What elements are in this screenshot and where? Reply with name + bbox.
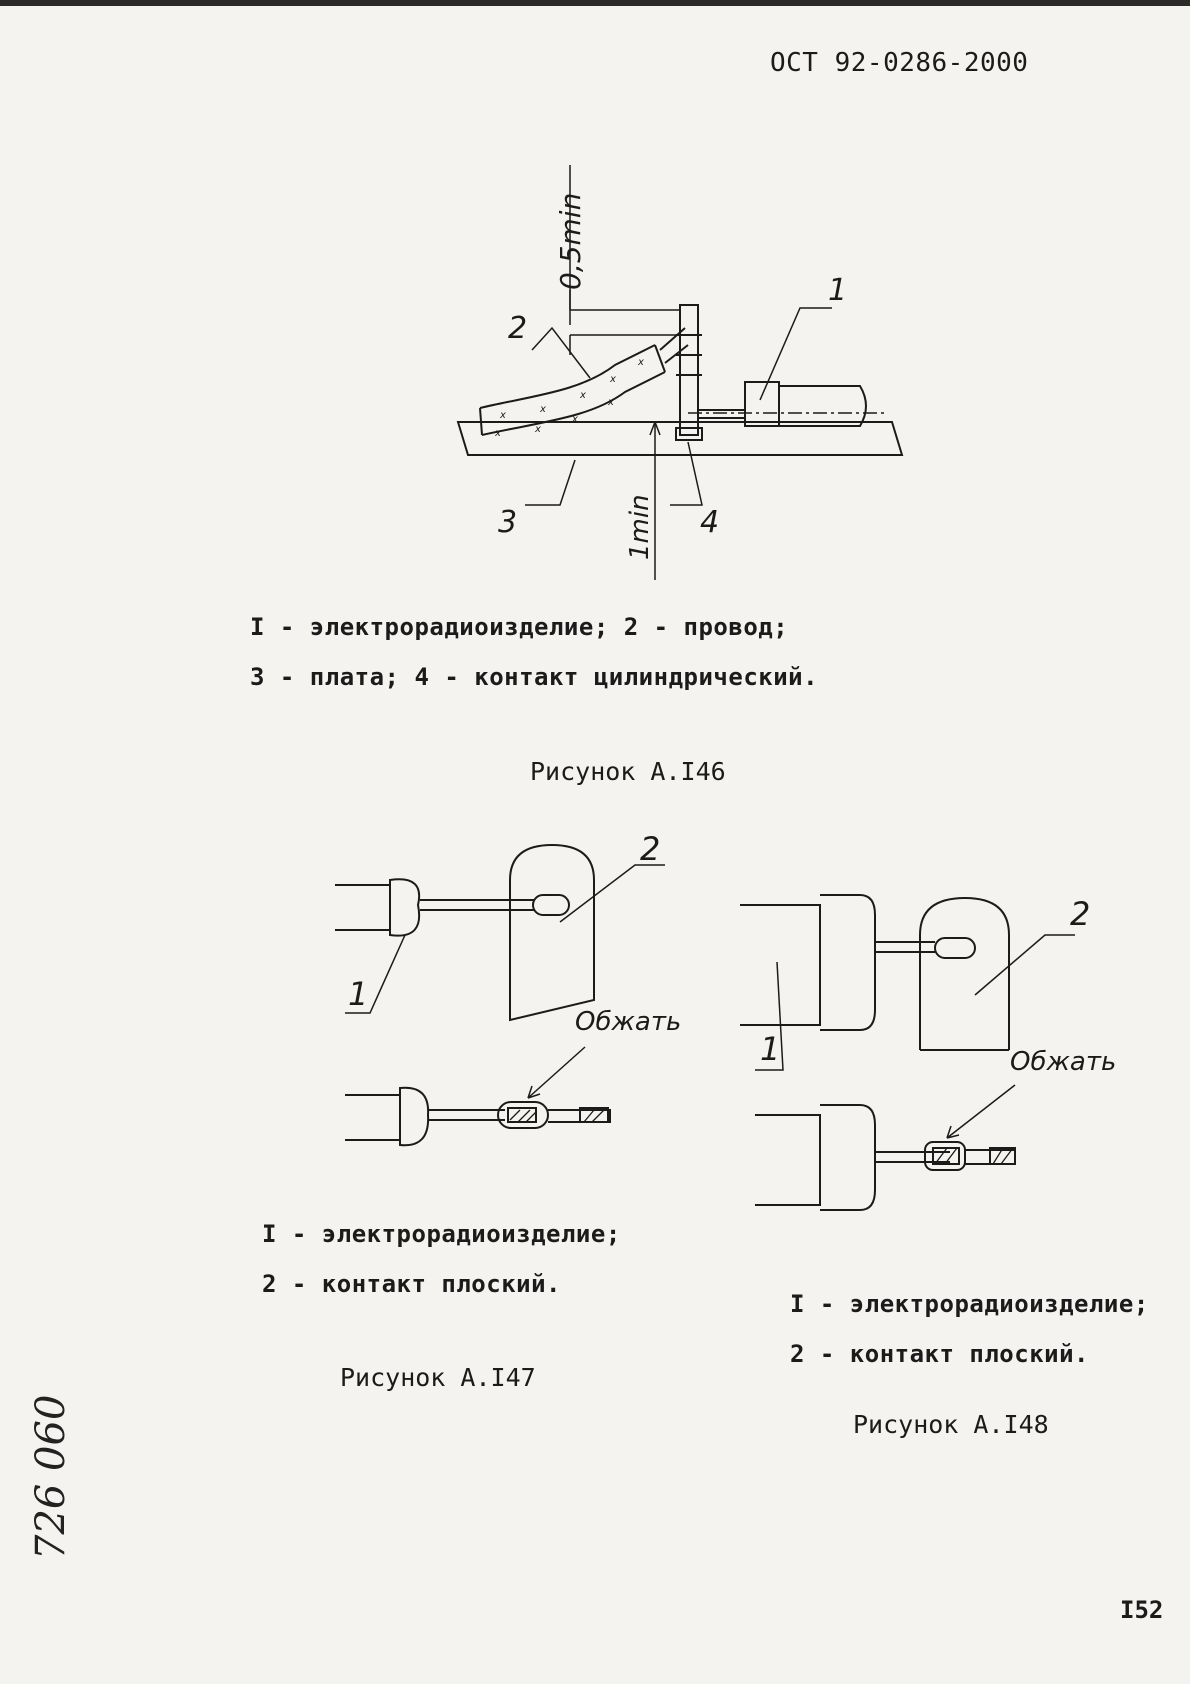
dimension-bottom-label: 1min (625, 494, 655, 560)
callout-4: 4 (700, 505, 719, 540)
callout-1: 1 (828, 273, 847, 308)
archive-stamp: 726 060 (28, 1395, 74, 1560)
figure-148-legend-line-1: I - электрорадиоизделие; (790, 1290, 1149, 1318)
figure-147-legend-line-2: 2 - контакт плоский. (262, 1270, 561, 1298)
document-code: ОСТ 92-0286-2000 (770, 48, 1028, 78)
figure-146-legend-line-1: I - электрорадиоизделие; 2 - провод; (250, 613, 788, 641)
svg-text:x: x (579, 390, 586, 401)
svg-text:x: x (571, 414, 578, 425)
figure-148-caption: Рисунок А.I48 (853, 1410, 1049, 1439)
dimension-top-label: 0,5min (554, 193, 587, 290)
page-number: I52 (1120, 1596, 1163, 1624)
figure-148-drawing: 1 2 Обжать (725, 880, 1145, 1240)
callout-2: 2 (508, 311, 527, 346)
callout-1: 1 (348, 975, 368, 1013)
svg-text:x: x (609, 374, 616, 385)
callout-2: 2 (640, 830, 660, 868)
figure-147-legend-line-1: I - электрорадиоизделие; (262, 1220, 621, 1248)
crimp-label: Обжать (1010, 1047, 1116, 1077)
callout-3: 3 (498, 505, 517, 540)
callout-1: 1 (760, 1030, 780, 1068)
crimp-label: Обжать (575, 1007, 681, 1037)
svg-text:x: x (607, 397, 614, 408)
svg-text:x: x (499, 410, 506, 421)
figure-147-caption: Рисунок А.I47 (340, 1363, 536, 1392)
page-top-edge (0, 0, 1190, 6)
figure-147-drawing: 1 2 Обжать (330, 830, 710, 1160)
svg-text:x: x (539, 404, 546, 415)
callout-2: 2 (1070, 895, 1090, 933)
svg-text:x: x (494, 428, 501, 439)
figure-146-legend-line-2: 3 - плата; 4 - контакт цилиндрический. (250, 663, 818, 691)
figure-146-caption: Рисунок А.I46 (530, 757, 726, 786)
figure-148-legend-line-2: 2 - контакт плоский. (790, 1340, 1089, 1368)
svg-text:x: x (637, 357, 644, 368)
svg-text:x: x (534, 424, 541, 435)
